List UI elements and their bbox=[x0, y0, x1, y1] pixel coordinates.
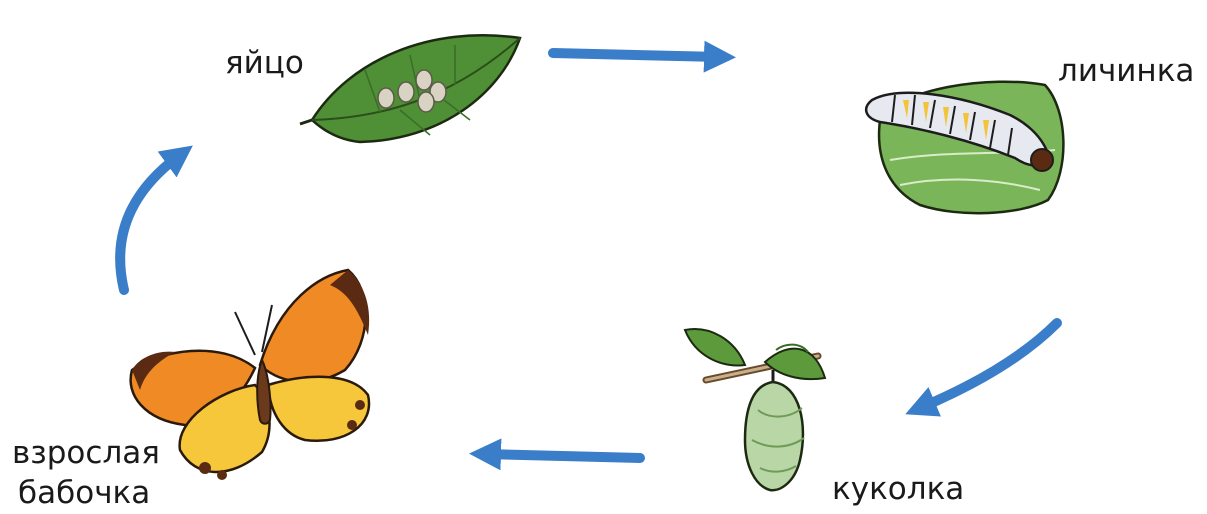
egg-leaf-illustration bbox=[300, 35, 520, 142]
arrow-larva-to-pupa bbox=[920, 323, 1057, 408]
pupa-illustration bbox=[685, 329, 825, 490]
adult-butterfly-illustration bbox=[131, 270, 370, 480]
arrow-adult-to-egg bbox=[120, 155, 180, 290]
label-pupa: куколка bbox=[832, 470, 964, 510]
larva-illustration bbox=[866, 82, 1063, 214]
label-larva: личинка bbox=[1058, 52, 1194, 92]
arrow-egg-to-larva bbox=[553, 53, 720, 57]
label-adult-line2: бабочка bbox=[18, 474, 150, 514]
arrow-pupa-to-adult bbox=[485, 454, 640, 458]
label-egg: яйцо bbox=[225, 44, 304, 84]
label-adult-line1: взрослая bbox=[12, 434, 160, 474]
chrysalis bbox=[745, 382, 804, 490]
